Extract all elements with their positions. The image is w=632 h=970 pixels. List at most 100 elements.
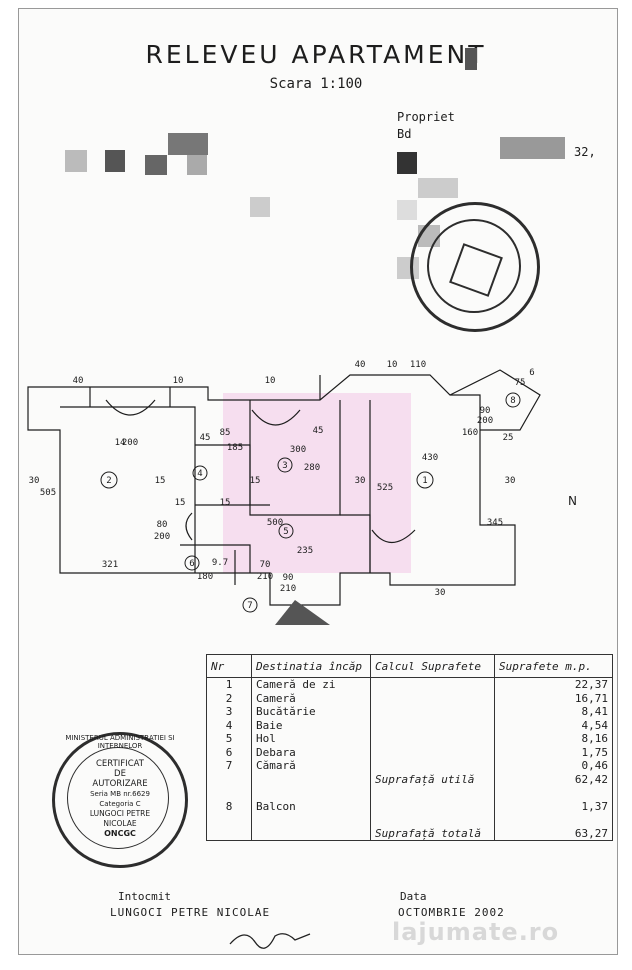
cell-area: 1,75 — [494, 745, 613, 759]
cell-calc — [370, 799, 495, 813]
scale-label: Scara 1:100 — [269, 76, 363, 92]
table-row — [206, 786, 613, 800]
cell-name: Debara — [251, 745, 371, 759]
cell-name: Hol — [251, 732, 371, 746]
cadastre-stamp-top — [410, 202, 540, 332]
room-label: 8 — [510, 396, 515, 406]
dim-label: 15 — [250, 476, 261, 486]
dim-label: 10 — [387, 360, 398, 370]
dim-label: 6 — [529, 368, 534, 378]
cell-calc — [370, 677, 495, 692]
room-label: 6 — [189, 559, 194, 569]
dim-label: 15 — [175, 498, 186, 508]
col-header: Destinatia încăp — [251, 654, 371, 678]
dim-label: 110 — [410, 360, 426, 370]
dim-label: 200 — [154, 532, 170, 542]
cell-nr — [206, 786, 252, 800]
room-label: 3 — [282, 461, 287, 471]
redaction-block — [105, 150, 125, 172]
cell-area: 8,41 — [494, 705, 613, 719]
redaction-block — [250, 197, 270, 217]
made-by-label: Intocmit — [118, 890, 171, 903]
stamp-center-text: CERTIFICAT DE AUTORIZARE Seria MB nr.662… — [55, 759, 185, 839]
certificate-stamp: MINISTERUL ADMINISTRATIEI SI INTERNELOR … — [52, 732, 188, 868]
cell-nr — [206, 826, 252, 841]
dim-label: 321 — [102, 560, 118, 570]
stamp-line: Seria MB nr.6629 — [90, 790, 150, 798]
cell-name: Balcon — [251, 799, 371, 813]
dim-label: 40 — [355, 360, 366, 370]
cell-name: Cameră — [251, 691, 371, 705]
cell-name — [251, 826, 371, 841]
redaction-block — [187, 155, 207, 175]
cell-calc: Suprafață totală — [370, 826, 495, 841]
cell-area: 16,71 — [494, 691, 613, 705]
stamp-line: Categoria C — [99, 800, 141, 808]
dim-label: 300 — [290, 445, 306, 455]
dim-label: 14 — [115, 438, 126, 448]
cell-nr: 4 — [206, 718, 252, 732]
redaction-block — [465, 48, 477, 70]
dim-label: 430 — [422, 453, 438, 463]
redaction-block — [168, 133, 208, 155]
owner-label: Propriet — [397, 110, 455, 124]
cell-calc — [370, 718, 495, 732]
cell-nr: 3 — [206, 705, 252, 719]
table-row — [206, 813, 613, 827]
cell-area: 4,54 — [494, 718, 613, 732]
dim-label: 210 — [280, 584, 296, 594]
cell-area: 8,16 — [494, 732, 613, 746]
dim-label: 15 — [155, 476, 166, 486]
dim-label: 85 — [220, 428, 231, 438]
cell-area — [494, 813, 613, 827]
cell-area: 62,42 — [494, 772, 613, 786]
dim-label: 45 — [200, 433, 211, 443]
cell-calc: Suprafață utilă — [370, 772, 495, 786]
cell-nr: 6 — [206, 745, 252, 759]
dim-label: 10 — [265, 376, 276, 386]
dim-label: 30 — [435, 588, 446, 598]
cell-name: Cămară — [251, 759, 371, 773]
cell-nr — [206, 813, 252, 827]
cell-name: Bucătărie — [251, 705, 371, 719]
stamp-line: DE — [114, 769, 126, 779]
date-value: OCTOMBRIE 2002 — [398, 906, 505, 919]
cell-nr: 8 — [206, 799, 252, 813]
room-label: 4 — [197, 469, 202, 479]
dim-label: 80 — [157, 520, 168, 530]
table-header-row: Nr Destinatia încăp Calcul Suprafete Sup… — [206, 654, 613, 678]
cell-calc — [370, 813, 495, 827]
stamp-line: ONCGC — [104, 829, 136, 838]
dim-label: 30 — [355, 476, 366, 486]
cell-nr: 7 — [206, 759, 252, 773]
cell-area: 63,27 — [494, 826, 613, 841]
dim-label: 200 — [122, 438, 138, 448]
dim-label: 160 — [462, 428, 478, 438]
date-label: Data — [400, 890, 427, 903]
dim-label: 90 — [283, 573, 294, 583]
dim-label: 70 — [260, 560, 271, 570]
watermark: lajumate.ro — [392, 918, 560, 946]
address-label: Bd — [397, 127, 412, 141]
room-label: 7 — [247, 601, 252, 611]
cell-calc — [370, 786, 495, 800]
redaction-block — [418, 178, 458, 198]
dim-label: 525 — [377, 483, 393, 493]
dim-label: 9.7 — [212, 558, 228, 568]
dim-label: 280 — [304, 463, 320, 473]
cell-calc — [370, 759, 495, 773]
cell-nr — [206, 772, 252, 786]
cell-area — [494, 786, 613, 800]
col-header: Calcul Suprafete — [370, 654, 495, 678]
dim-label: 210 — [257, 572, 273, 582]
cell-name: Cameră de zi — [251, 677, 371, 692]
stamp-line: NICOLAE — [103, 819, 137, 828]
cell-area: 0,46 — [494, 759, 613, 773]
dim-label: 200 — [477, 416, 493, 426]
